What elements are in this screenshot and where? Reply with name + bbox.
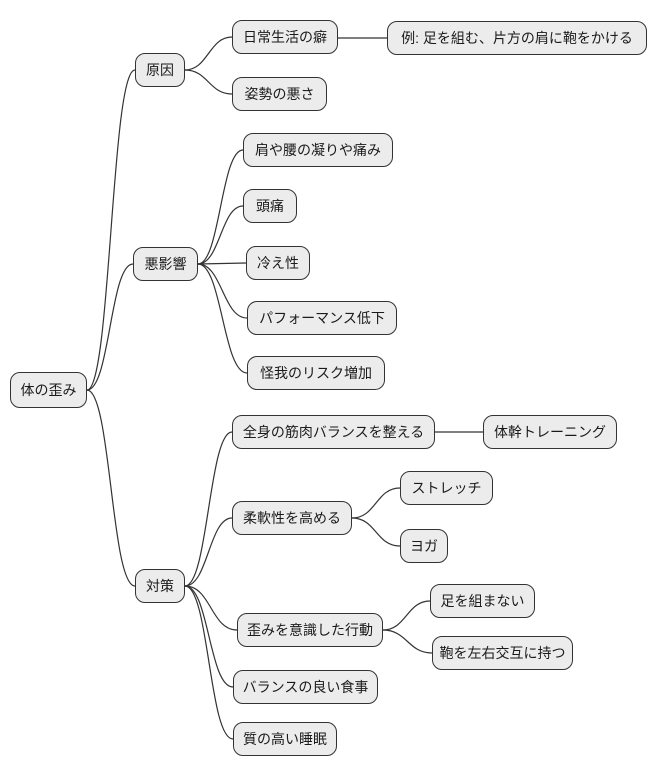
edge-effects-headache: [197, 205, 244, 265]
edge-effects-coldness: [197, 262, 247, 265]
node-stiffness-pain: 肩や腰の凝りや痛み: [243, 133, 393, 167]
edge-measures-diet: [184, 585, 234, 688]
node-effects: 悪影響: [133, 247, 198, 281]
node-muscle-balance: 全身の筋肉バランスを整える: [232, 415, 435, 449]
edge-root-effects: [86, 263, 134, 391]
node-measures: 対策: [135, 569, 185, 603]
node-performance-drop: パフォーマンス低下: [247, 301, 397, 335]
edge-behavior-bag: [382, 629, 433, 654]
edge-effects-stiffness: [197, 149, 244, 265]
node-conscious-behavior: 歪みを意識した行動: [237, 613, 383, 647]
node-flexibility: 柔軟性を高める: [232, 501, 352, 535]
node-headache: 頭痛: [243, 189, 297, 223]
node-coldness: 冷え性: [246, 246, 310, 280]
node-core-training: 体幹トレーニング: [483, 415, 617, 449]
node-stretch: ストレッチ: [400, 471, 493, 505]
edge-effects-injury: [197, 263, 248, 374]
node-alternate-bag: 鞄を左右交互に持つ: [432, 636, 573, 670]
node-injury-risk: 怪我のリスク増加: [247, 356, 385, 390]
node-balanced-diet: バランスの良い食事: [233, 670, 378, 704]
node-yoga: ヨガ: [400, 529, 448, 563]
edge-measures-muscle: [184, 431, 233, 587]
node-cause: 原因: [135, 53, 185, 87]
edge-flex-yoga: [351, 517, 401, 547]
edge-root-measures: [86, 389, 136, 587]
edge-behavior-legs: [382, 600, 431, 631]
edge-measures-behavior: [184, 585, 238, 631]
node-root: 体の歪み: [10, 372, 87, 408]
node-habit-example: 例: 足を組む、片方の肩に鞄をかける: [387, 21, 647, 55]
node-no-leg-crossing: 足を組まない: [430, 584, 535, 618]
node-daily-habit: 日常生活の癖: [232, 20, 338, 54]
edge-cause-habit: [184, 36, 233, 71]
edge-flex-stretch: [351, 487, 401, 519]
edge-effects-performance: [197, 263, 248, 319]
edge-cause-posture: [184, 69, 233, 95]
edge-measures-flex: [184, 517, 233, 587]
edge-measures-sleep: [184, 585, 234, 740]
edge-root-cause: [86, 69, 136, 391]
node-quality-sleep: 質の高い睡眠: [233, 722, 337, 756]
node-bad-posture: 姿勢の悪さ: [232, 77, 327, 111]
